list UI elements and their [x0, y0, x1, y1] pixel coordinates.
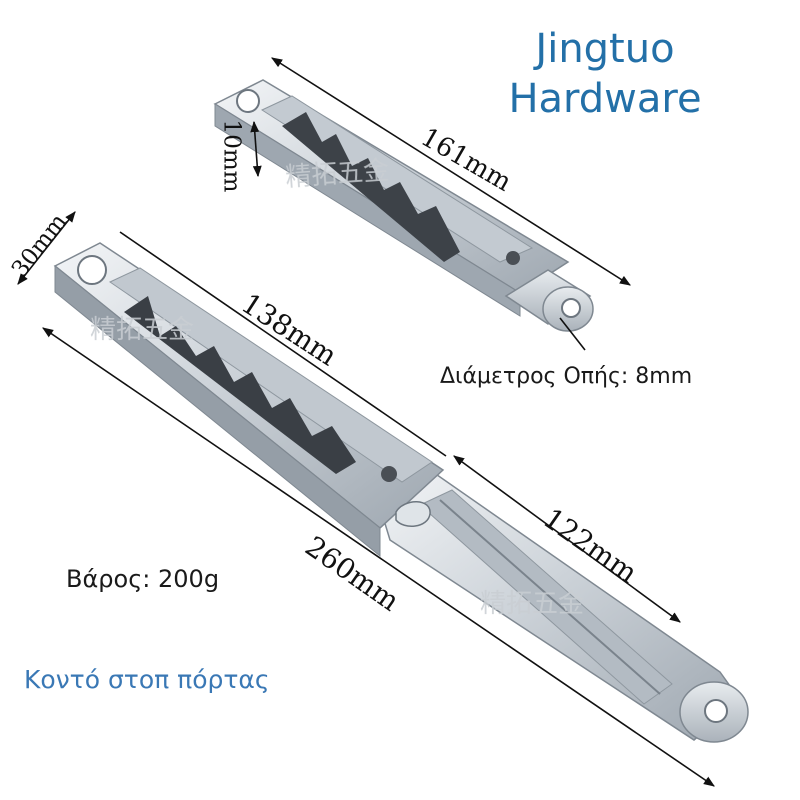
svg-text:精拓五金: 精拓五金	[480, 589, 584, 619]
brand-line-2: Hardware	[508, 76, 702, 122]
product-caption: Κοντό στοπ πόρτας	[24, 665, 270, 694]
brand-title: Jingtuo Hardware	[480, 24, 730, 124]
dimension-lines	[17, 57, 715, 787]
watermark: 精拓五金 精拓五金 精拓五金	[90, 156, 584, 619]
dimension-label-10mm: 10mm	[218, 119, 245, 193]
svg-text:精拓五金: 精拓五金	[284, 156, 390, 193]
svg-text:精拓五金: 精拓五金	[90, 315, 194, 345]
hole-diameter-note: Διάμετρος Οπής: 8mm	[440, 364, 693, 389]
brand-line-1: Jingtuo	[535, 26, 675, 72]
weight-note: Βάρος: 200g	[66, 565, 220, 593]
